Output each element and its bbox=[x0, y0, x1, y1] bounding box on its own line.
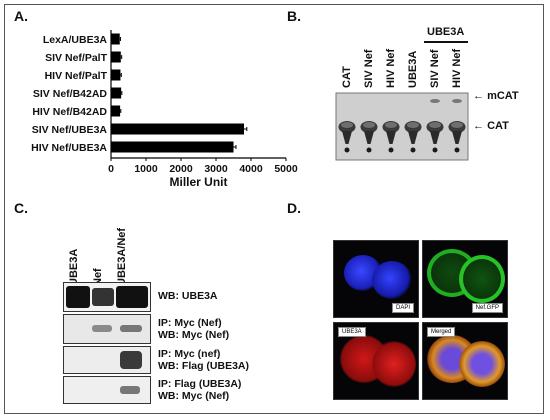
origin-dot bbox=[388, 147, 394, 153]
ube3a-label: UBE3A bbox=[338, 327, 366, 337]
bar bbox=[111, 33, 120, 45]
x-tick-label: 5000 bbox=[274, 163, 298, 175]
panel-label-b: B. bbox=[287, 8, 301, 24]
gel-background bbox=[335, 92, 469, 161]
panel-label-c: C. bbox=[14, 200, 28, 216]
band bbox=[92, 288, 114, 306]
category-label: SIV Nef/B42AD bbox=[33, 88, 108, 100]
cat-spot-tail bbox=[386, 131, 396, 144]
band bbox=[66, 286, 90, 308]
origin-dot bbox=[454, 147, 460, 153]
category-label: HIV Nef/PalT bbox=[45, 70, 108, 82]
band bbox=[116, 286, 148, 308]
origin-dot bbox=[344, 147, 350, 153]
cat-spot-highlight bbox=[429, 122, 441, 128]
blot-ip-flag-wb-myc bbox=[63, 376, 151, 404]
category-label: HIV Nef/B42AD bbox=[32, 106, 107, 118]
cat-spot-tail bbox=[452, 131, 462, 144]
band bbox=[120, 325, 142, 332]
ube3a-group-bar bbox=[424, 41, 468, 43]
band bbox=[120, 351, 142, 369]
category-label: SIV Nef/PalT bbox=[45, 52, 107, 64]
blot-label-2: IP: Myc (Nef)WB: Myc (Nef) bbox=[158, 317, 230, 341]
blot-ip-myc-wb-flag bbox=[63, 346, 151, 374]
cat-spot-highlight bbox=[341, 122, 353, 128]
micrograph-merged: Merged bbox=[422, 322, 508, 400]
cat-spot-tail bbox=[342, 131, 352, 144]
category-label: SIV Nef/UBE3A bbox=[32, 124, 108, 136]
cat-spot-tail bbox=[430, 131, 440, 144]
origin-dot bbox=[410, 147, 416, 153]
merged-label: Merged bbox=[427, 327, 456, 337]
x-tick-label: 4000 bbox=[239, 163, 263, 175]
blot-ip-myc-wb-myc bbox=[63, 314, 151, 344]
micrograph-dapi: DAPI bbox=[333, 240, 419, 318]
category-label: HIV Nef/UBE3A bbox=[31, 142, 107, 154]
category-label: LexA/UBE3A bbox=[43, 34, 108, 46]
micrograph-ube3a: UBE3A bbox=[333, 322, 419, 400]
bar bbox=[111, 87, 122, 99]
blot-label-3: IP: Myc (nef)WB: Flag (UBE3A) bbox=[158, 348, 249, 372]
figure-frame bbox=[4, 4, 544, 414]
blot-label-1: WB: UBE3A bbox=[158, 290, 218, 302]
lane-label-siv-nef-ube3a: SIV Nef bbox=[429, 49, 441, 88]
cat-spot-highlight bbox=[407, 122, 419, 128]
blot-wb-ube3a bbox=[63, 282, 151, 312]
cat-spot-tail bbox=[408, 131, 418, 144]
cat-spot-highlight bbox=[385, 122, 397, 128]
lane-label-hiv-nef: HIV Nef bbox=[385, 48, 397, 88]
x-tick-label: 3000 bbox=[204, 163, 228, 175]
origin-dot bbox=[366, 147, 372, 153]
bar bbox=[111, 105, 121, 117]
panel-label-d: D. bbox=[287, 200, 301, 216]
nef-gfp-label: Nef.GFP bbox=[471, 303, 503, 313]
x-tick-label: 0 bbox=[108, 163, 114, 175]
lane-label-siv-nef: SIV Nef bbox=[363, 49, 375, 88]
mcat-spot bbox=[452, 99, 462, 103]
band bbox=[120, 386, 140, 394]
lane-label-ube3a: UBE3A bbox=[407, 50, 419, 88]
panel-label-a: A. bbox=[14, 8, 28, 24]
bar bbox=[111, 69, 121, 81]
cat-spot-tail bbox=[364, 131, 374, 144]
band-label-cat: ← CAT bbox=[473, 120, 509, 132]
ube3a-group-label: UBE3A bbox=[427, 26, 465, 38]
blot-label-4: IP: Flag (UBE3A)WB: Myc (Nef) bbox=[158, 378, 242, 402]
lane-label-ube3a-c: UBE3A bbox=[68, 248, 80, 286]
dapi-label: DAPI bbox=[391, 303, 414, 313]
mcat-spot bbox=[430, 99, 440, 103]
band bbox=[92, 325, 112, 332]
lane-label-ube3a-nef-c: UBE3A/Nef bbox=[116, 227, 128, 286]
lane-label-hiv-nef-ube3a: HIV Nef bbox=[451, 48, 463, 88]
x-tick-label: 1000 bbox=[134, 163, 158, 175]
cat-spot-highlight bbox=[451, 122, 463, 128]
x-axis-label: Miller Unit bbox=[169, 175, 227, 189]
bar bbox=[111, 51, 121, 63]
bar bbox=[111, 141, 234, 153]
micrograph-nef-gfp: Nef.GFP bbox=[422, 240, 508, 318]
cat-spot-highlight bbox=[363, 122, 375, 128]
bar bbox=[111, 123, 244, 135]
x-tick-label: 2000 bbox=[169, 163, 193, 175]
origin-dot bbox=[432, 147, 438, 153]
band-label-mcat: ← mCAT bbox=[473, 90, 519, 102]
lane-label-cat: CAT bbox=[341, 66, 353, 88]
